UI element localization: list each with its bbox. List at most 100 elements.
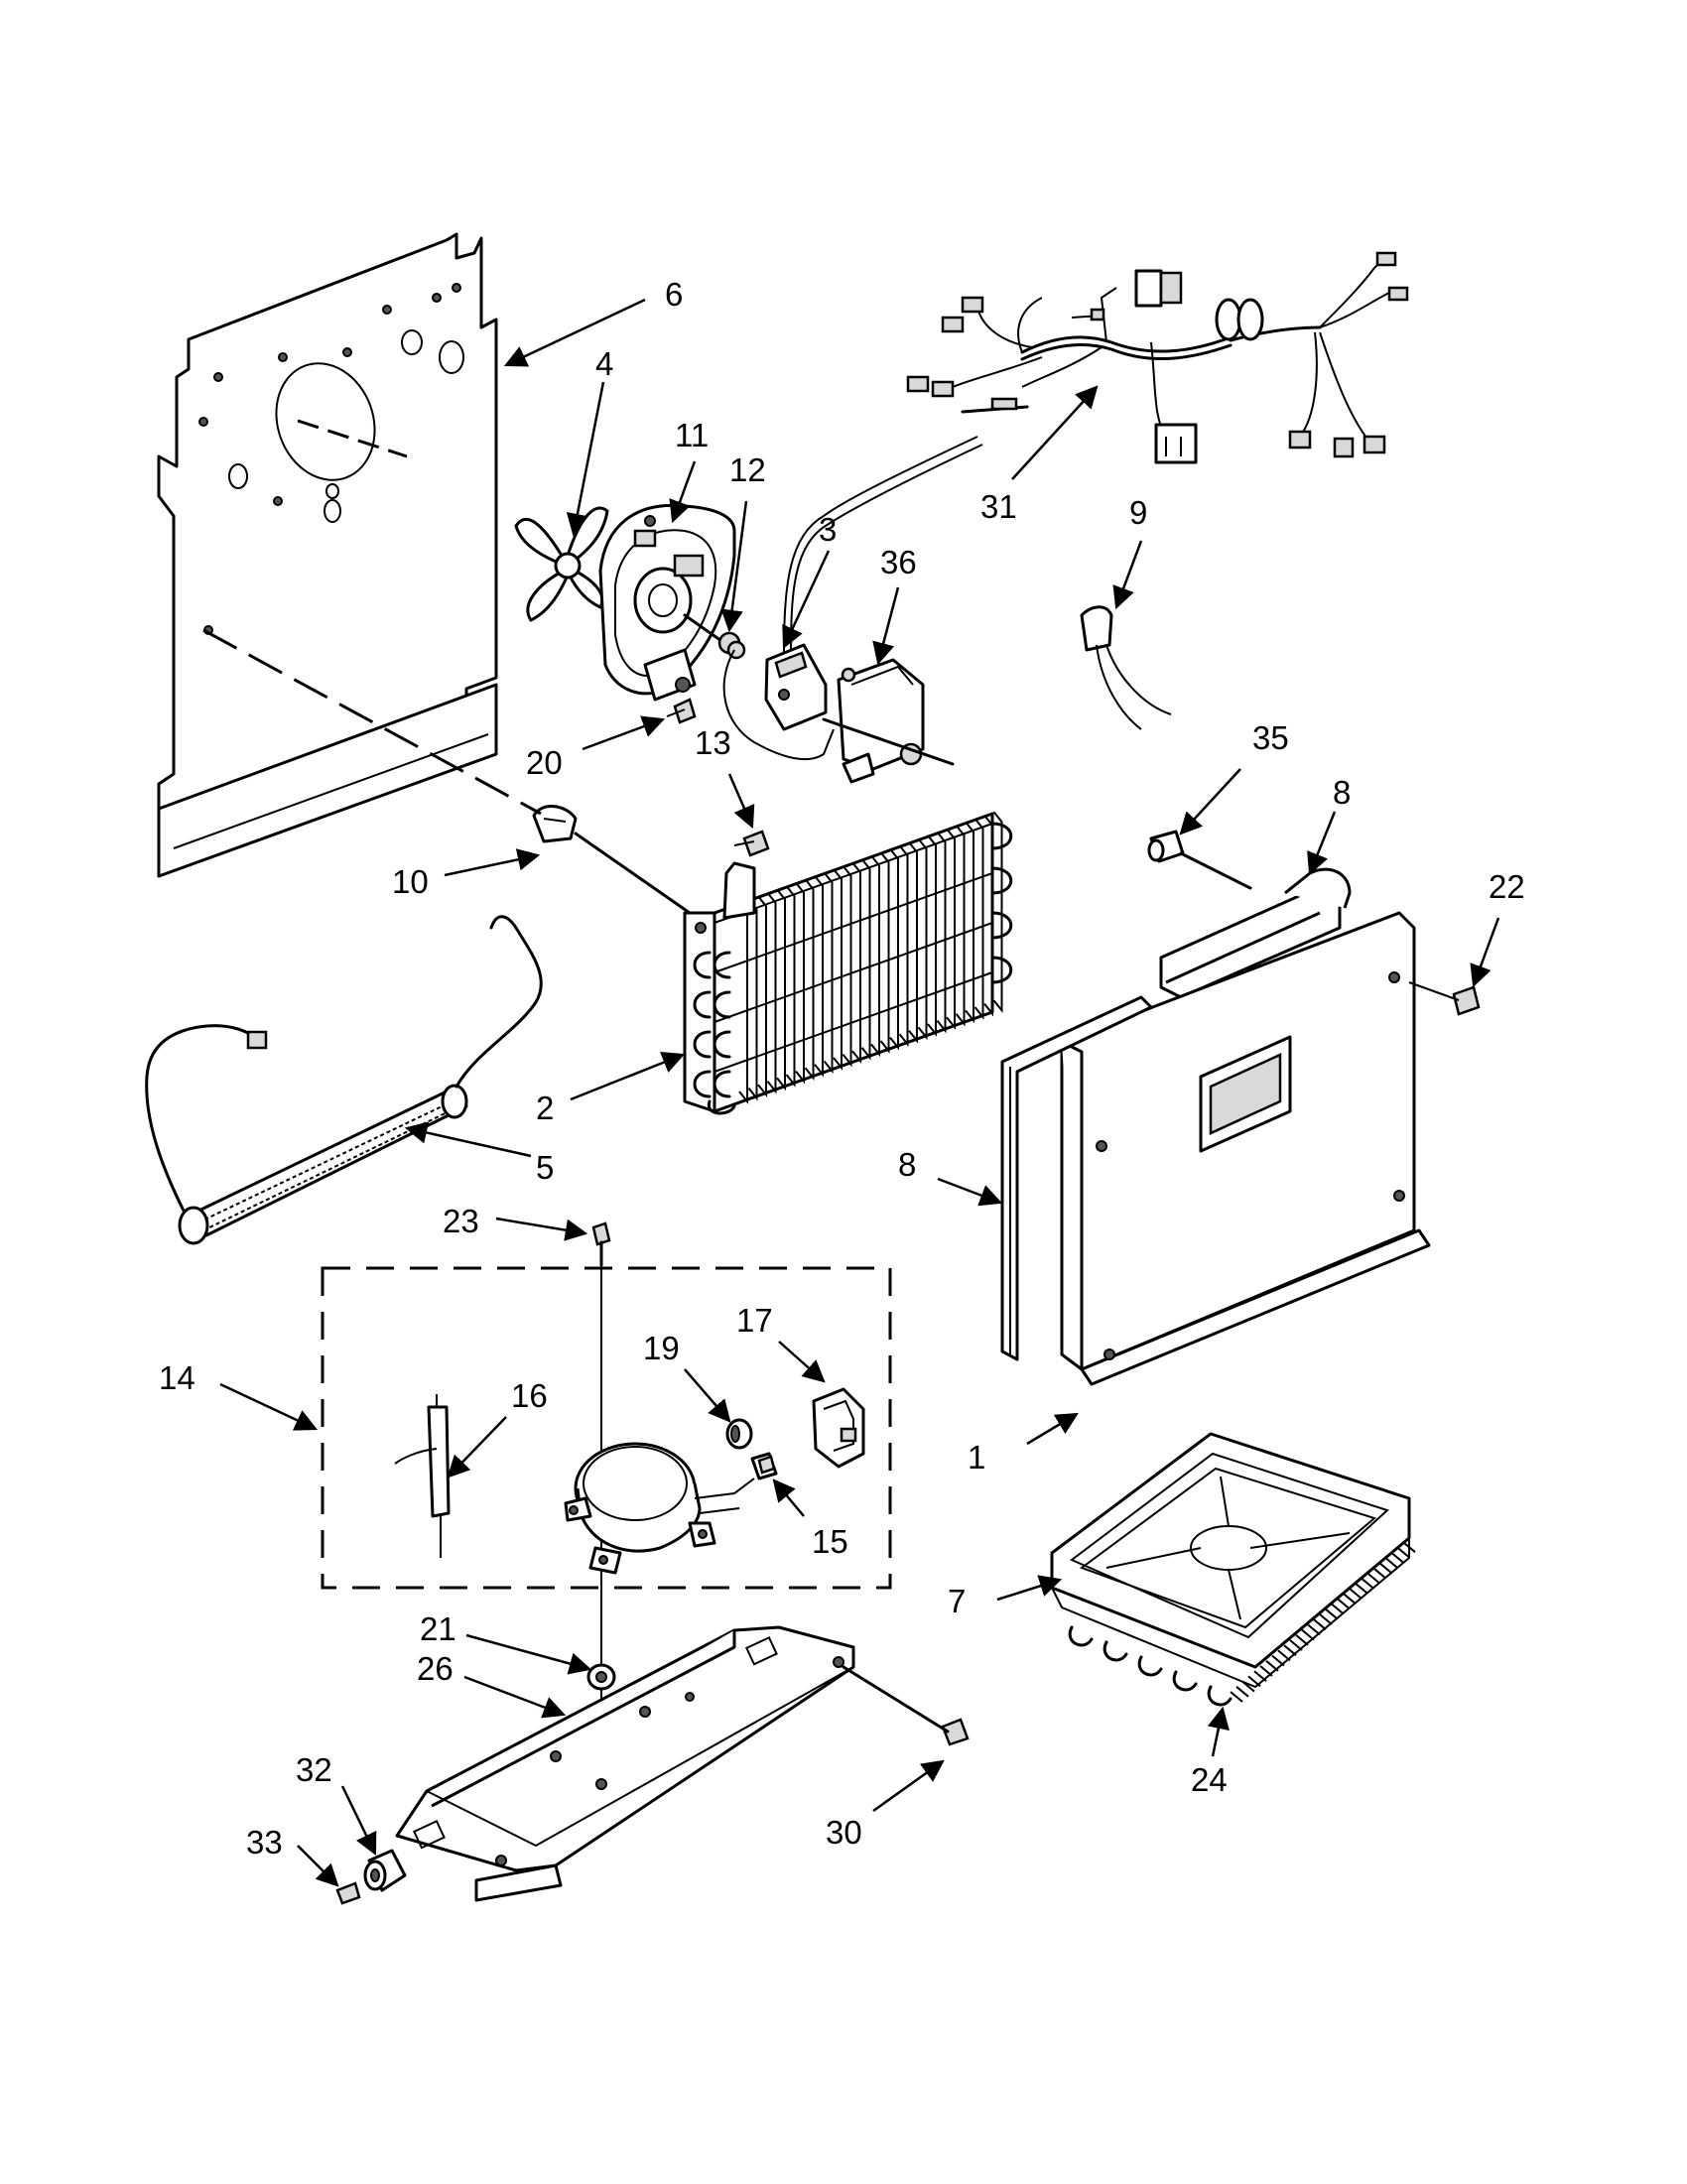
air-duct-top	[1159, 867, 1352, 999]
callout-13: 13	[695, 724, 731, 761]
heater-fin	[1289, 1639, 1303, 1651]
heater-fin	[1384, 1557, 1398, 1569]
callout-9: 9	[1129, 494, 1147, 531]
heater-fin	[1295, 1634, 1309, 1646]
fan-shroud	[598, 503, 736, 702]
coil-fin	[879, 851, 890, 1054]
coil-fin	[946, 828, 956, 1031]
heater-fin	[1337, 1598, 1351, 1610]
callout-7: 7	[948, 1583, 966, 1619]
callout-31: 31	[980, 488, 1017, 525]
heater-fin	[1259, 1665, 1273, 1677]
coil-fin	[860, 858, 871, 1061]
screw-13	[733, 830, 770, 857]
coil-fin	[917, 837, 928, 1041]
overload	[725, 1418, 753, 1450]
wire-clip	[1080, 605, 1172, 730]
callout-20: 20	[526, 744, 563, 781]
coil-fin	[992, 811, 1003, 1014]
screw-23	[591, 1221, 611, 1267]
callout-4: 4	[595, 345, 613, 382]
compressor-kit-boundary	[321, 1266, 892, 1590]
coil-fin	[757, 895, 767, 1098]
heater-fin	[1271, 1654, 1285, 1667]
coil-fin	[833, 868, 843, 1071]
heater-fin	[1319, 1613, 1333, 1625]
coil-fin	[870, 854, 880, 1058]
thermostat	[722, 436, 983, 761]
coil-fin	[842, 864, 852, 1068]
callout-3: 3	[819, 511, 837, 548]
heater-fin	[1230, 1691, 1243, 1703]
callout-8a: 8	[1333, 774, 1351, 811]
drain-heater	[1068, 1541, 1416, 1707]
rear-panel	[157, 232, 498, 878]
coil-fin	[965, 821, 974, 1024]
coil-fin	[795, 881, 805, 1085]
callout-15: 15	[812, 1523, 848, 1560]
heater-fin	[1253, 1670, 1267, 1682]
coil-fin	[766, 892, 777, 1094]
coil-fin	[804, 878, 815, 1082]
compressor	[564, 1442, 755, 1575]
coil-fin	[973, 818, 984, 1020]
callout-14: 14	[159, 1359, 195, 1396]
condenser-coil	[683, 811, 1013, 1115]
callout-11: 11	[675, 417, 709, 453]
heater-fin	[1307, 1623, 1321, 1636]
heater-fin	[1402, 1541, 1416, 1553]
callout-33: 33	[246, 1824, 283, 1861]
callout-labels: 6 4 11 12 3 36 31 9 20 13 35 8 22 10 2 5…	[159, 276, 1525, 1861]
heater-fin	[1361, 1577, 1374, 1590]
rubber-plug	[1147, 830, 1185, 863]
callout-10: 10	[392, 863, 429, 900]
compressor-base	[395, 1625, 855, 1902]
callout-2: 2	[536, 1090, 554, 1126]
fan-blade	[514, 506, 609, 622]
heater-fin	[1390, 1551, 1404, 1564]
screw-20	[666, 698, 697, 724]
callout-17: 17	[736, 1302, 773, 1339]
heater-fin	[1372, 1567, 1386, 1579]
callout-5: 5	[536, 1149, 554, 1186]
heater-fin	[1355, 1583, 1368, 1595]
coil-fin	[955, 825, 966, 1027]
heater-fin	[1301, 1628, 1315, 1641]
heater-fins	[1230, 1541, 1416, 1703]
callout-32: 32	[296, 1751, 332, 1788]
screw-30	[842, 1665, 970, 1746]
wire-harness	[906, 251, 1409, 464]
callout-36: 36	[880, 544, 917, 580]
callout-21: 21	[420, 1610, 456, 1647]
heater-fin	[1366, 1572, 1380, 1585]
coil-fin	[785, 885, 796, 1088]
coil-fin	[823, 871, 834, 1075]
callout-19: 19	[643, 1330, 680, 1366]
heater-fin	[1331, 1603, 1345, 1615]
callout-35: 35	[1252, 719, 1289, 756]
coil-fin	[908, 841, 918, 1044]
relay-cover	[812, 1387, 865, 1469]
coil-fin	[889, 847, 899, 1051]
coil-fin	[776, 888, 786, 1092]
defrost-heater	[145, 915, 543, 1245]
heater-fin	[1235, 1686, 1249, 1698]
bushing	[363, 1849, 407, 1892]
coil-fin	[927, 835, 937, 1037]
condenser-cover	[1000, 911, 1431, 1386]
heater-fin	[1343, 1593, 1357, 1605]
heater-fin	[1325, 1608, 1339, 1620]
tube-clip	[532, 805, 578, 843]
screw-22	[1408, 981, 1481, 1016]
coil-fin	[851, 861, 861, 1065]
pin	[335, 1881, 361, 1905]
callout-16: 16	[511, 1377, 548, 1414]
heater-fin	[1396, 1546, 1410, 1559]
callout-1: 1	[968, 1439, 985, 1476]
coil-fin	[936, 831, 947, 1034]
heater-fin	[1241, 1680, 1255, 1693]
callout-26: 26	[417, 1650, 454, 1687]
callout-23: 23	[443, 1203, 479, 1239]
heater-fin	[1313, 1618, 1327, 1630]
